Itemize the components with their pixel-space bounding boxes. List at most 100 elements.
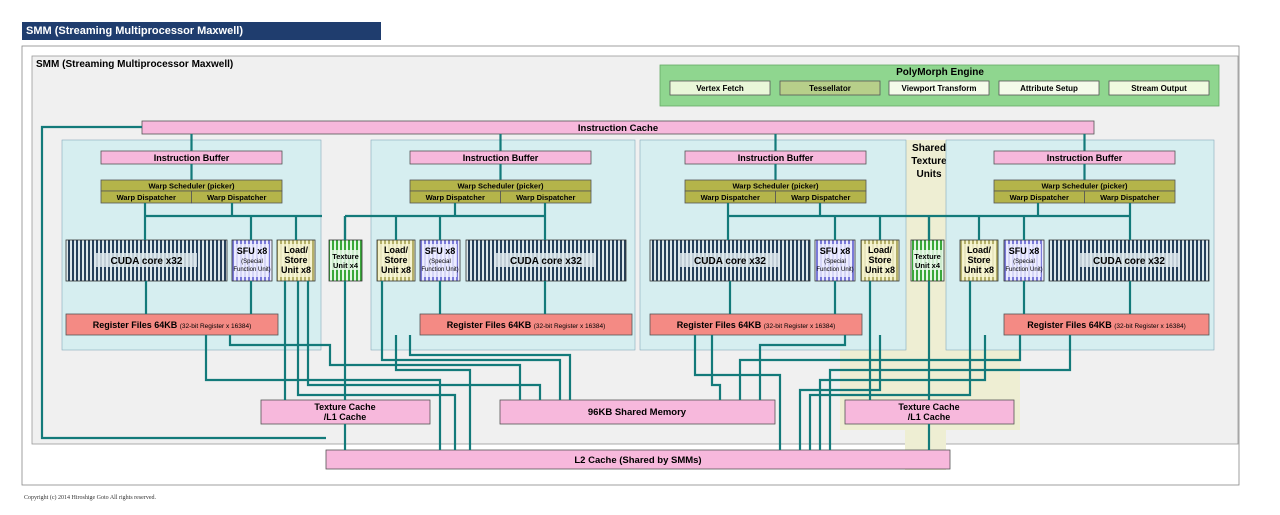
page-title: SMM (Streaming Multiprocessor Maxwell)	[22, 22, 381, 40]
memory-interconnect-line	[808, 281, 972, 450]
warp-dispatcher-label: Warp Dispatcher	[1100, 193, 1159, 202]
memory-interconnect-line	[828, 335, 1072, 450]
sfu-label-bg	[1007, 244, 1041, 277]
instruction-buffer-label: Instruction Buffer	[154, 153, 230, 163]
memory-interconnect-line	[738, 335, 1022, 400]
warp-dispatcher-label: Warp Dispatcher	[791, 193, 850, 202]
register-files-label: Register Files 64KB (32-bit Register x 1…	[1027, 320, 1186, 330]
texture-cache-label: /L1 Cache	[908, 412, 951, 422]
register-files	[419, 313, 633, 336]
smm-label: SMM (Streaming Multiprocessor Maxwell)	[36, 59, 233, 70]
l2-cache-label: L2 Cache (Shared by SMMs)	[574, 455, 701, 466]
warp-scheduler-label: Warp Scheduler (picker)	[733, 182, 819, 191]
polymorph-unit-label: Stream Output	[1131, 84, 1187, 93]
sfu-label: Function Unit)	[233, 267, 270, 273]
register-files	[65, 313, 279, 336]
memory-interconnect-line	[693, 335, 782, 450]
register-files	[649, 313, 863, 336]
register-files-label: Register Files 64KB (32-bit Register x 1…	[93, 320, 252, 330]
load-store-label: Load/	[384, 245, 408, 255]
shared-texture-label: Shared	[912, 143, 946, 154]
sfu-label: (Special	[429, 259, 451, 265]
sfu-label-bg	[235, 244, 269, 277]
load-store-label: Unit x8	[281, 265, 311, 275]
load-store-label: Unit x8	[381, 265, 411, 275]
load-store-label: Unit x8	[865, 265, 895, 275]
shared-memory	[499, 399, 776, 425]
memory-interconnect-line	[758, 335, 847, 400]
warp-scheduler-label: Warp Scheduler (picker)	[1042, 182, 1128, 191]
cuda-core-label-bg	[1079, 253, 1179, 267]
load-store-label-bg	[380, 244, 412, 277]
warp-scheduler-label: Warp Scheduler (picker)	[149, 182, 235, 191]
warp-dispatcher	[191, 190, 283, 204]
polymorph-unit	[669, 80, 771, 96]
sfu-label: SFU x8	[820, 246, 851, 256]
l2-cache	[325, 449, 951, 470]
sfu-label: (Special	[824, 259, 846, 265]
instruction-buffer-label: Instruction Buffer	[738, 153, 814, 163]
cuda-core-label-bg	[496, 253, 596, 267]
memory-interconnect-line	[408, 335, 572, 400]
polymorph-unit	[1108, 80, 1210, 96]
cuda-core-label: CUDA core x32	[694, 256, 766, 267]
memory-interconnect-line	[394, 335, 472, 450]
load-store-label: Store	[384, 255, 407, 265]
instruction-cache-l2-loop	[40, 125, 326, 440]
warp-dispatcher-label: Warp Dispatcher	[516, 193, 575, 202]
warp-dispatcher-label: Warp Dispatcher	[207, 193, 266, 202]
load-store-label: Load/	[967, 245, 991, 255]
sfu-label-bg	[423, 244, 457, 277]
polymorph-unit	[998, 80, 1100, 96]
shared-memory-label: 96KB Shared Memory	[588, 407, 687, 418]
texture-cache-label: /L1 Cache	[324, 412, 367, 422]
load-store-label: Load/	[284, 245, 308, 255]
warp-dispatcher-label: Warp Dispatcher	[1010, 193, 1069, 202]
warp-dispatcher-label: Warp Dispatcher	[117, 193, 176, 202]
load-store-label-bg	[963, 244, 995, 277]
texture-unit-label-bg	[331, 250, 360, 270]
load-store-label-bg	[280, 244, 312, 277]
load-store-label: Load/	[868, 245, 892, 255]
warp-dispatcher-label: Warp Dispatcher	[701, 193, 760, 202]
memory-interconnect-line	[710, 335, 722, 400]
polymorph-title: PolyMorph Engine	[896, 67, 984, 78]
warp-scheduler-label: Warp Scheduler (picker)	[458, 182, 544, 191]
instruction-cache-label: Instruction Cache	[578, 123, 658, 134]
memory-interconnect-line	[228, 335, 522, 400]
load-store-label: Unit x8	[964, 265, 994, 275]
texture-unit-label-bg	[913, 250, 942, 270]
memory-interconnect-line	[296, 281, 457, 450]
memory-interconnect-line	[306, 281, 542, 400]
texture-cache-label: Texture Cache	[898, 402, 959, 412]
sfu-label: Function Unit)	[421, 267, 458, 273]
sfu-label: (Special	[1013, 259, 1035, 265]
register-files-label: Register Files 64KB (32-bit Register x 1…	[447, 320, 606, 330]
load-store-label-bg	[864, 244, 896, 277]
sfu-label: Function Unit)	[1005, 267, 1042, 273]
cuda-core-label: CUDA core x32	[1093, 256, 1165, 267]
load-store-label: Store	[868, 255, 891, 265]
memory-interconnect-line	[798, 335, 882, 450]
shared-texture-label: Units	[917, 169, 942, 180]
texture-cache-label: Texture Cache	[314, 402, 375, 412]
copyright-notice: Copyright (c) 2014 Hiroshige Goto All ri…	[24, 495, 156, 501]
sfu-label: (Special	[241, 259, 263, 265]
polymorph-unit-label: Tessellator	[809, 84, 851, 93]
polymorph-unit	[888, 80, 990, 96]
register-files-label: Register Files 64KB (32-bit Register x 1…	[677, 320, 836, 330]
sfu-label-bg	[818, 244, 852, 277]
texture-cache-left	[260, 399, 431, 425]
warp-dispatcher-label: Warp Dispatcher	[426, 193, 485, 202]
shared-texture-label: Texture	[911, 156, 947, 167]
texture-unit-label: Texture	[914, 252, 941, 261]
polymorph-unit	[779, 80, 881, 96]
texture-cache-right	[844, 399, 1015, 425]
memory-interconnect-line	[818, 335, 987, 450]
cuda-core-label-bg	[96, 253, 197, 267]
sfu-label: SFU x8	[237, 246, 268, 256]
cuda-core-label: CUDA core x32	[510, 256, 582, 267]
texture-unit-label: Unit x4	[333, 261, 359, 270]
